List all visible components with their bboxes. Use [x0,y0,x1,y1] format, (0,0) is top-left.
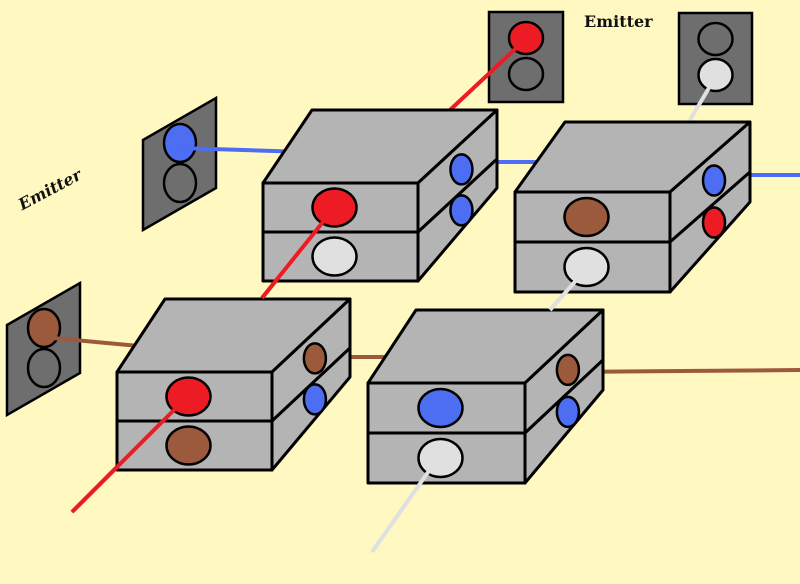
box-bottom-left-side-port-2 [302,383,328,416]
top-white-emitter-slot-2 [697,57,734,93]
brown-laser-beam [41,335,151,349]
box-top-middle-side-port-2 [449,194,474,227]
box-top-right-side-port-2 [701,206,727,239]
red-laser-beam [260,205,337,300]
white-laser-beam [370,456,440,554]
left-brown-emitter-slot-1 [26,307,62,349]
box-bottom-left-side-port-1 [302,342,328,375]
left-blue-emitter-slot-1 [162,122,198,164]
white-laser-beam [688,74,718,122]
red-laser-beam [70,394,190,514]
box-bottom-left-front-port-2 [165,425,212,466]
box-top-right-front-port-1 [563,196,610,238]
emitter-label-top: Emitter [584,12,653,31]
white-laser-beam [548,266,589,312]
left-blue-emitter-slot-2 [162,162,198,204]
top-red-emitter-slot-2 [507,56,545,92]
box-bottom-middle-front-port-1 [417,387,464,429]
top-white-emitter-slot-1 [697,21,734,57]
box-top-right-front-port-2 [563,246,610,288]
box-bottom-middle-front-port-2 [417,437,464,479]
box-top-right-side-port-1 [701,164,727,197]
box-top-middle-front-port-2 [311,236,358,277]
red-laser-beam [448,36,529,112]
box-bottom-middle-side-port-1 [555,353,581,387]
box-top-middle-side-port-1 [449,153,474,186]
box-bottom-middle-side-port-2 [555,395,581,429]
left-brown-emitter-slot-2 [26,347,62,389]
brown-laser-beam [566,368,800,374]
